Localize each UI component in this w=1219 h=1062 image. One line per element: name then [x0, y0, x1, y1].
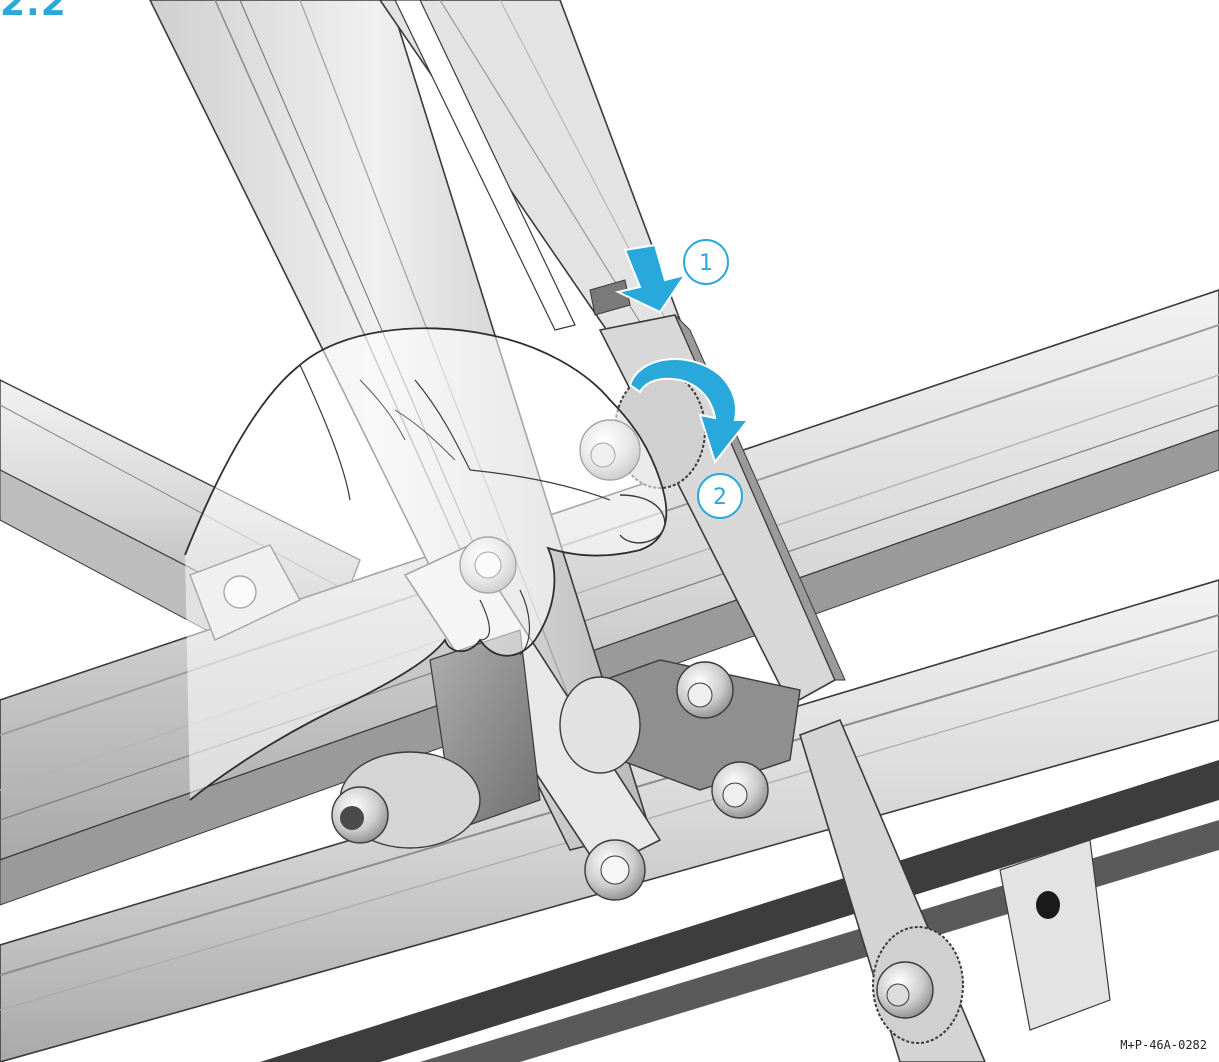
axle-nut-left [331, 751, 481, 849]
serrated-washer-bottom [872, 926, 964, 1044]
callout-2: 2 [697, 473, 743, 519]
rotate-arrow-icon [628, 358, 751, 465]
figure-id: M+P-46A-0282 [1116, 1036, 1211, 1054]
callout-2-label: 2 [713, 485, 727, 510]
down-arrow-icon [614, 243, 688, 314]
axle-collar [559, 676, 641, 774]
callout-1-label: 1 [699, 251, 713, 276]
flange-nut-upper [676, 661, 734, 719]
hex-bolt-lower [584, 839, 646, 901]
flange-nut-lower [711, 761, 769, 819]
step-number: 2.2 [0, 0, 67, 24]
hand-outline [184, 327, 668, 801]
callout-1: 1 [683, 239, 729, 285]
